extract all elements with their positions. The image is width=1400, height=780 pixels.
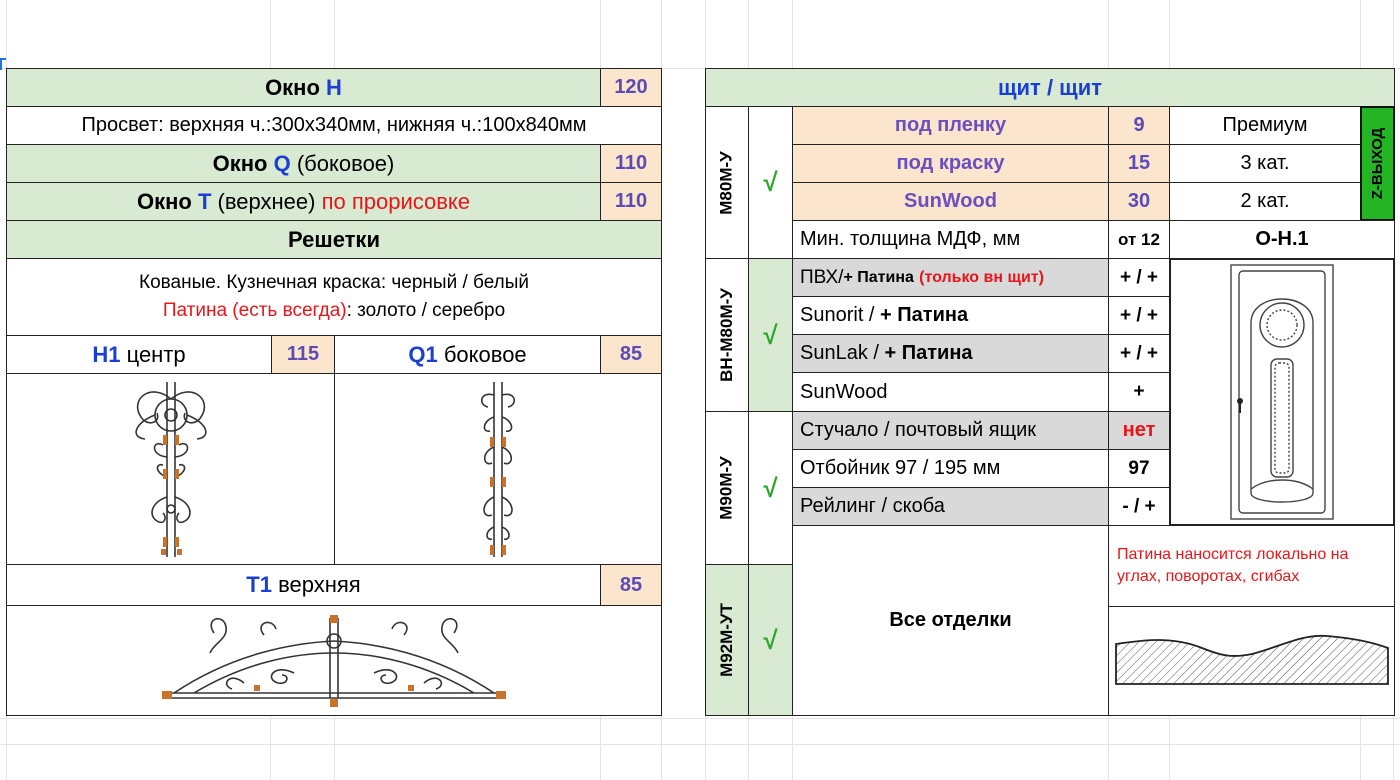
okno-q-suffix: (боковое) [296, 150, 395, 176]
option-sunlak-label: SunLak / [800, 342, 879, 364]
q1-label: Q1 боковое [334, 335, 601, 374]
molding-profile-image [1108, 606, 1395, 716]
right-title: щит / щит [705, 68, 1395, 107]
option-railing: Рейлинг / скоба [792, 487, 1109, 526]
okno-q-prefix: Окно [212, 150, 268, 176]
check-m90m: √ [748, 411, 793, 565]
okno-t-suffix: (верхнее) [217, 188, 316, 214]
model-m90m: М90М-У [705, 411, 749, 565]
okno-h-prefix: Окно [265, 74, 320, 100]
option-pvh-patina: + Патина [843, 268, 914, 286]
h1-code: H1 [92, 341, 121, 367]
h1-label: H1 центр [6, 335, 272, 374]
model-vn-m80m-label: ВН-М80М-У [717, 288, 736, 382]
okno-q-price: 110 [600, 144, 662, 183]
option-sunorit-patina: + Патина [880, 304, 969, 326]
option-pvh: ПВХ/+ Патина (только вн щит) [792, 258, 1109, 297]
mdf-value: от 12 [1108, 220, 1170, 259]
reshetki-desc-line2: Патина (есть всегда): золото / серебро [163, 297, 505, 325]
option-sunwood: SunWood [792, 372, 1109, 412]
option-sunorit-value: + / + [1108, 296, 1170, 335]
option-pvh-note: (только вн щит) [919, 268, 1044, 286]
option-sunlak-patina: + Патина [884, 342, 973, 364]
okno-t-note: по прорисовке [321, 188, 471, 214]
t1-name: верхняя [278, 572, 361, 597]
okno-t-title: Окно T (верхнее) по прорисовке [6, 182, 601, 221]
option-kickplate: Отбойник 97 / 195 мм [792, 449, 1109, 488]
model-vn-m80m: ВН-М80М-У [705, 258, 749, 412]
q1-code: Q1 [408, 341, 438, 367]
option-knocker: Стучало / почтовый ящик [792, 411, 1109, 450]
h1-grille-image [6, 373, 335, 565]
option-sunorit: Sunorit / + Патина [792, 296, 1109, 335]
option-knocker-value: нет [1108, 411, 1170, 450]
check-mark-icon: √ [763, 472, 778, 503]
okno-t-prefix: Окно [136, 188, 192, 214]
patina-note: Патина наносится локально на углах, пово… [1108, 525, 1395, 607]
t1-code: T1 [246, 572, 272, 597]
h1-grille-drawing [134, 381, 207, 557]
t1-price: 85 [600, 564, 662, 606]
finish-film: под пленку [792, 106, 1109, 145]
model-m90m-label: М90М-У [717, 456, 736, 520]
model-m80m-label: М80М-У [717, 150, 736, 215]
molding-profile-drawing [1114, 634, 1389, 685]
option-kickplate-value: 97 [1108, 449, 1170, 488]
check-mark-icon: √ [763, 167, 778, 197]
h1-price: 115 [271, 335, 335, 374]
model-m92m-label: М92М-УТ [717, 603, 737, 677]
okno-h-letter: H [326, 74, 342, 100]
z-exit-badge: Z-ВЫХОД [1360, 106, 1395, 221]
okno-q-title: Окно Q (боковое) [6, 144, 601, 183]
check-m80m: √ [748, 106, 793, 259]
check-mark-icon: √ [763, 319, 778, 350]
reshetki-title: Решетки [6, 220, 662, 259]
q1-name: боковое [443, 341, 527, 367]
finish-sunwood-class: 2 кат. [1169, 182, 1361, 221]
t1-label: T1 верхняя [6, 564, 601, 606]
cell-cursor [0, 58, 6, 70]
all-finishes: Все отделки [792, 525, 1109, 716]
z-exit-label: Z-ВЫХОД [1369, 127, 1387, 200]
option-pvh-value: + / + [1108, 258, 1170, 297]
finish-sunwood: SunWood [792, 182, 1109, 221]
door-drawing [1230, 264, 1334, 520]
prosvet-text: Просвет: верхняя ч.:300х340мм, нижняя ч.… [6, 106, 662, 145]
patina-always-note: Патина (есть всегда) [162, 300, 347, 321]
finish-film-num: 9 [1108, 106, 1170, 145]
reshetki-description: Кованые. Кузнечная краска: черный / белы… [6, 258, 662, 336]
t1-grille-drawing [162, 615, 506, 707]
okno-t-price: 110 [600, 182, 662, 221]
q1-grille-drawing [481, 381, 515, 557]
door-image [1169, 258, 1395, 526]
finish-paint-num: 15 [1108, 144, 1170, 183]
h1-name: центр [126, 341, 186, 367]
okno-t-letter: T [197, 188, 212, 214]
option-sunlak-value: + / + [1108, 334, 1170, 373]
model-m92m: М92М-УТ [705, 564, 749, 716]
t1-grille-image [6, 605, 662, 716]
okno-h-title: Окно H [6, 68, 601, 107]
okno-q-letter: Q [273, 150, 291, 176]
door-name: О-Н.1 [1169, 220, 1395, 259]
mdf-label: Мин. толщина МДФ, мм [792, 220, 1109, 259]
check-m92m: √ [748, 564, 793, 716]
okno-h-price: 120 [600, 68, 662, 107]
patina-colors: : золото / серебро [346, 300, 506, 321]
finish-paint-class: 3 кат. [1169, 144, 1361, 183]
option-sunwood-value: + [1108, 372, 1170, 412]
check-mark-icon: √ [763, 624, 778, 655]
q1-price: 85 [600, 335, 662, 374]
model-m80m: М80М-У [705, 106, 749, 259]
finish-sunwood-num: 30 [1108, 182, 1170, 221]
option-pvh-label: ПВХ/ [800, 266, 844, 288]
finish-film-class: Премиум [1169, 106, 1361, 145]
check-vn-m80m: √ [748, 258, 793, 412]
option-railing-value: - / + [1108, 487, 1170, 526]
q1-grille-image [334, 373, 662, 565]
reshetki-desc-line1: Кованые. Кузнечная краска: черный / белы… [139, 272, 529, 293]
option-sunorit-label: Sunorit / [800, 304, 875, 326]
option-sunlak: SunLak / + Патина [792, 334, 1109, 373]
finish-paint: под краску [792, 144, 1109, 183]
